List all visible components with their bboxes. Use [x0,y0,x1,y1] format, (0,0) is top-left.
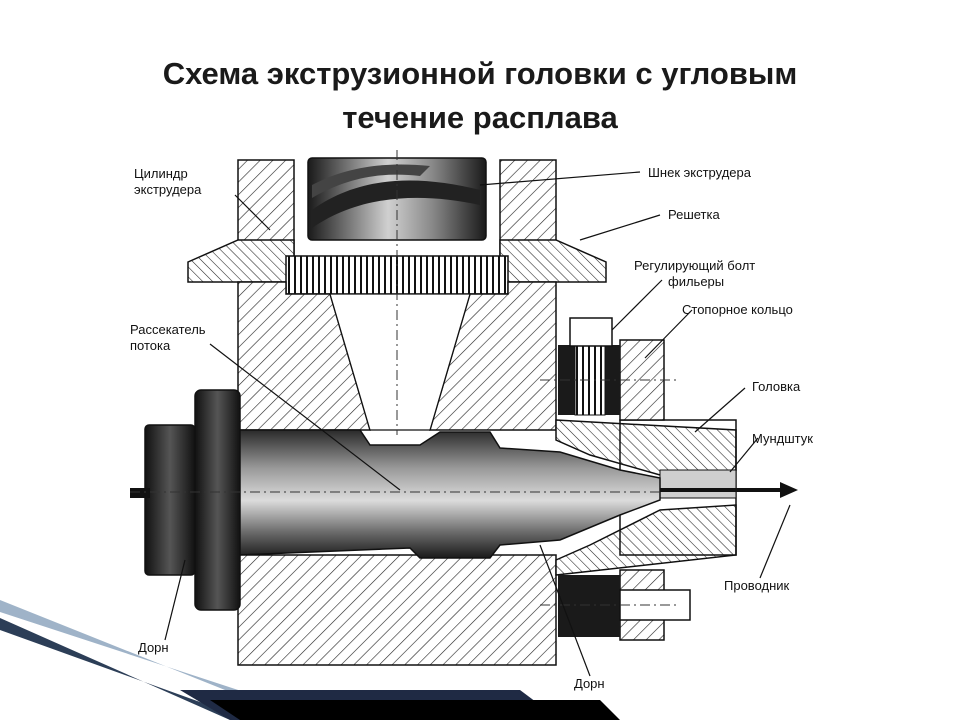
label-grid: Решетка [668,207,720,222]
label-splitter-1: Рассекатель [130,322,206,337]
conductor-arrow [660,482,798,498]
title-line-2: течение расплава [342,100,618,135]
corner-decoration [0,600,620,720]
label-conductor: Проводник [724,578,790,593]
label-mandrel-bottom: Дорн [574,676,605,691]
label-mouthpiece: Мундштук [752,431,813,446]
label-screw: Шнек экструдера [648,165,752,180]
label-bolt-1: Регулирующий болт [634,258,755,273]
leader-lines [164,171,791,677]
head-body [237,281,557,666]
label-mandrel-left: Дорн [138,640,169,655]
label-bolt-2: фильеры [668,274,724,289]
title-line-1: Схема экструзионной головки с угловым [162,56,798,91]
labels: Цилиндр экструдера Шнек экструдера Решет… [130,165,813,691]
label-head: Головка [752,379,801,394]
slide-title: Схема экструзионной головки с угловым те… [80,52,880,140]
label-ring: Стопорное кольцо [682,302,793,317]
label-splitter-2: потока [130,338,171,353]
label-cylinder-2: экструдера [134,182,202,197]
extruder-cylinder [187,159,607,283]
label-cylinder-1: Цилиндр [134,166,188,181]
mandrel [130,389,661,611]
